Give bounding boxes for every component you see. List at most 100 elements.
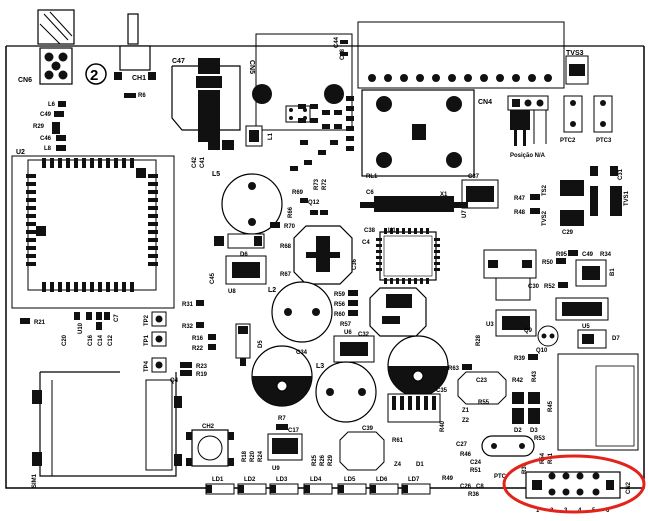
- d5-diode: [235, 323, 251, 366]
- cn2-connector: [525, 471, 621, 499]
- label-r70: R70: [284, 224, 296, 230]
- rl1-relay: [361, 89, 475, 177]
- label-d7: D7: [612, 336, 620, 342]
- label-tp1: TP1: [144, 334, 150, 346]
- label-c44: C44: [334, 36, 340, 48]
- l2-inductor: [271, 281, 333, 343]
- label-q9: Q9: [524, 328, 533, 334]
- label-r19: R19: [196, 372, 208, 378]
- ch1-switch: [114, 13, 156, 80]
- label-sim1: SIM1: [32, 473, 38, 488]
- crystal-oval: [481, 435, 535, 457]
- label-ch2: CH2: [202, 424, 215, 430]
- label-r39: R39: [514, 356, 526, 362]
- label-r48: R48: [514, 210, 526, 216]
- label-ptc2: PTC2: [560, 138, 576, 144]
- label-r45: R45: [548, 400, 554, 412]
- label-r51: R51: [470, 468, 482, 474]
- label-ld2: LD2: [244, 477, 256, 483]
- c23-outline: [457, 371, 507, 405]
- label-c23: C23: [476, 378, 488, 384]
- label-z1: Z1: [462, 408, 470, 414]
- c32-capacitor: [387, 335, 449, 397]
- label-x1: X1: [440, 192, 448, 198]
- label-c8: C8: [476, 484, 484, 490]
- l3-inductor: [315, 361, 377, 423]
- label-d5: D5: [258, 340, 264, 348]
- led-row: [205, 483, 431, 495]
- label-r66: R66: [288, 206, 294, 218]
- label-l8: L8: [44, 146, 52, 152]
- label-r53: R53: [534, 436, 546, 442]
- label-r32: R32: [182, 324, 194, 330]
- l5-inductor: [221, 173, 283, 235]
- u5-chip: [555, 297, 609, 321]
- right-relay: [557, 353, 639, 451]
- u2-module: [11, 155, 175, 309]
- l1-inductor: [245, 125, 263, 147]
- label-c38: C38: [364, 228, 376, 234]
- cn6-connector: [37, 9, 75, 85]
- label-r36: R36: [468, 492, 480, 498]
- label-l6: L6: [48, 102, 56, 108]
- label-r16: R16: [192, 336, 204, 342]
- label-r69: R69: [292, 190, 304, 196]
- label-tvs2: TVS2: [542, 210, 548, 226]
- label-r23: R23: [196, 364, 208, 370]
- label-u10: U10: [78, 322, 84, 334]
- label-r29b: R29: [328, 454, 334, 466]
- label-c41: C41: [200, 156, 206, 168]
- label-rl1: RL1: [366, 174, 378, 180]
- label-r55: R55: [478, 400, 490, 406]
- u6-chip: [333, 335, 375, 363]
- label-c32: C32: [358, 332, 370, 338]
- label-c27: C27: [456, 442, 468, 448]
- u9-chip: [267, 433, 303, 461]
- label-c7: C7: [114, 314, 120, 322]
- label-b1: B1: [610, 268, 616, 276]
- label-ld6: LD6: [376, 477, 388, 483]
- label-r59: R59: [334, 292, 346, 298]
- u7-chip: [461, 179, 499, 209]
- tvs3-diode: [565, 55, 589, 85]
- label-tp4: TP4: [144, 360, 150, 372]
- label-r18: R18: [242, 450, 248, 462]
- label-l1: L1: [268, 132, 274, 140]
- u4-chip: [387, 393, 441, 423]
- label-u7: U7: [462, 210, 468, 218]
- regulator-q11: [369, 287, 427, 337]
- ch2-button: [186, 429, 234, 467]
- sim1-holder: [32, 371, 182, 477]
- label-c49b: C49: [582, 252, 594, 258]
- label-c37: C37: [468, 174, 480, 180]
- label-ld1: LD1: [212, 477, 224, 483]
- b1-buzzer: [575, 259, 607, 287]
- ptc2-ptc3: [563, 95, 613, 133]
- label-c16: C16: [88, 334, 94, 346]
- label-r63: R63: [448, 366, 460, 372]
- u3-chip: [495, 309, 537, 337]
- label-u2: U2: [16, 149, 25, 156]
- inductor-r68: [293, 225, 353, 285]
- label-u8: U8: [228, 289, 236, 295]
- label-u1: U1: [388, 228, 396, 234]
- smd-cluster-top: [290, 96, 354, 171]
- label-l3: L3: [316, 363, 324, 370]
- label-r57: R57: [340, 322, 352, 328]
- label-ld5: LD5: [344, 477, 356, 483]
- label-c31: C31: [618, 168, 624, 180]
- label-ld3: LD3: [276, 477, 288, 483]
- label-c20: C20: [62, 334, 68, 346]
- q9-transistor: [537, 325, 559, 347]
- label-tp2: TP2: [144, 314, 150, 326]
- label-r25: R25: [312, 454, 318, 466]
- label-r47: R47: [514, 196, 526, 202]
- label-r72: R72: [322, 178, 328, 190]
- cn4-jumper: [507, 95, 549, 146]
- label-r49: R49: [442, 476, 454, 482]
- label-r26: R26: [320, 454, 326, 466]
- label-c39: C39: [362, 426, 374, 432]
- label-r56: R56: [334, 302, 346, 308]
- c39-outline: [339, 431, 385, 471]
- label-r52: R52: [544, 284, 556, 290]
